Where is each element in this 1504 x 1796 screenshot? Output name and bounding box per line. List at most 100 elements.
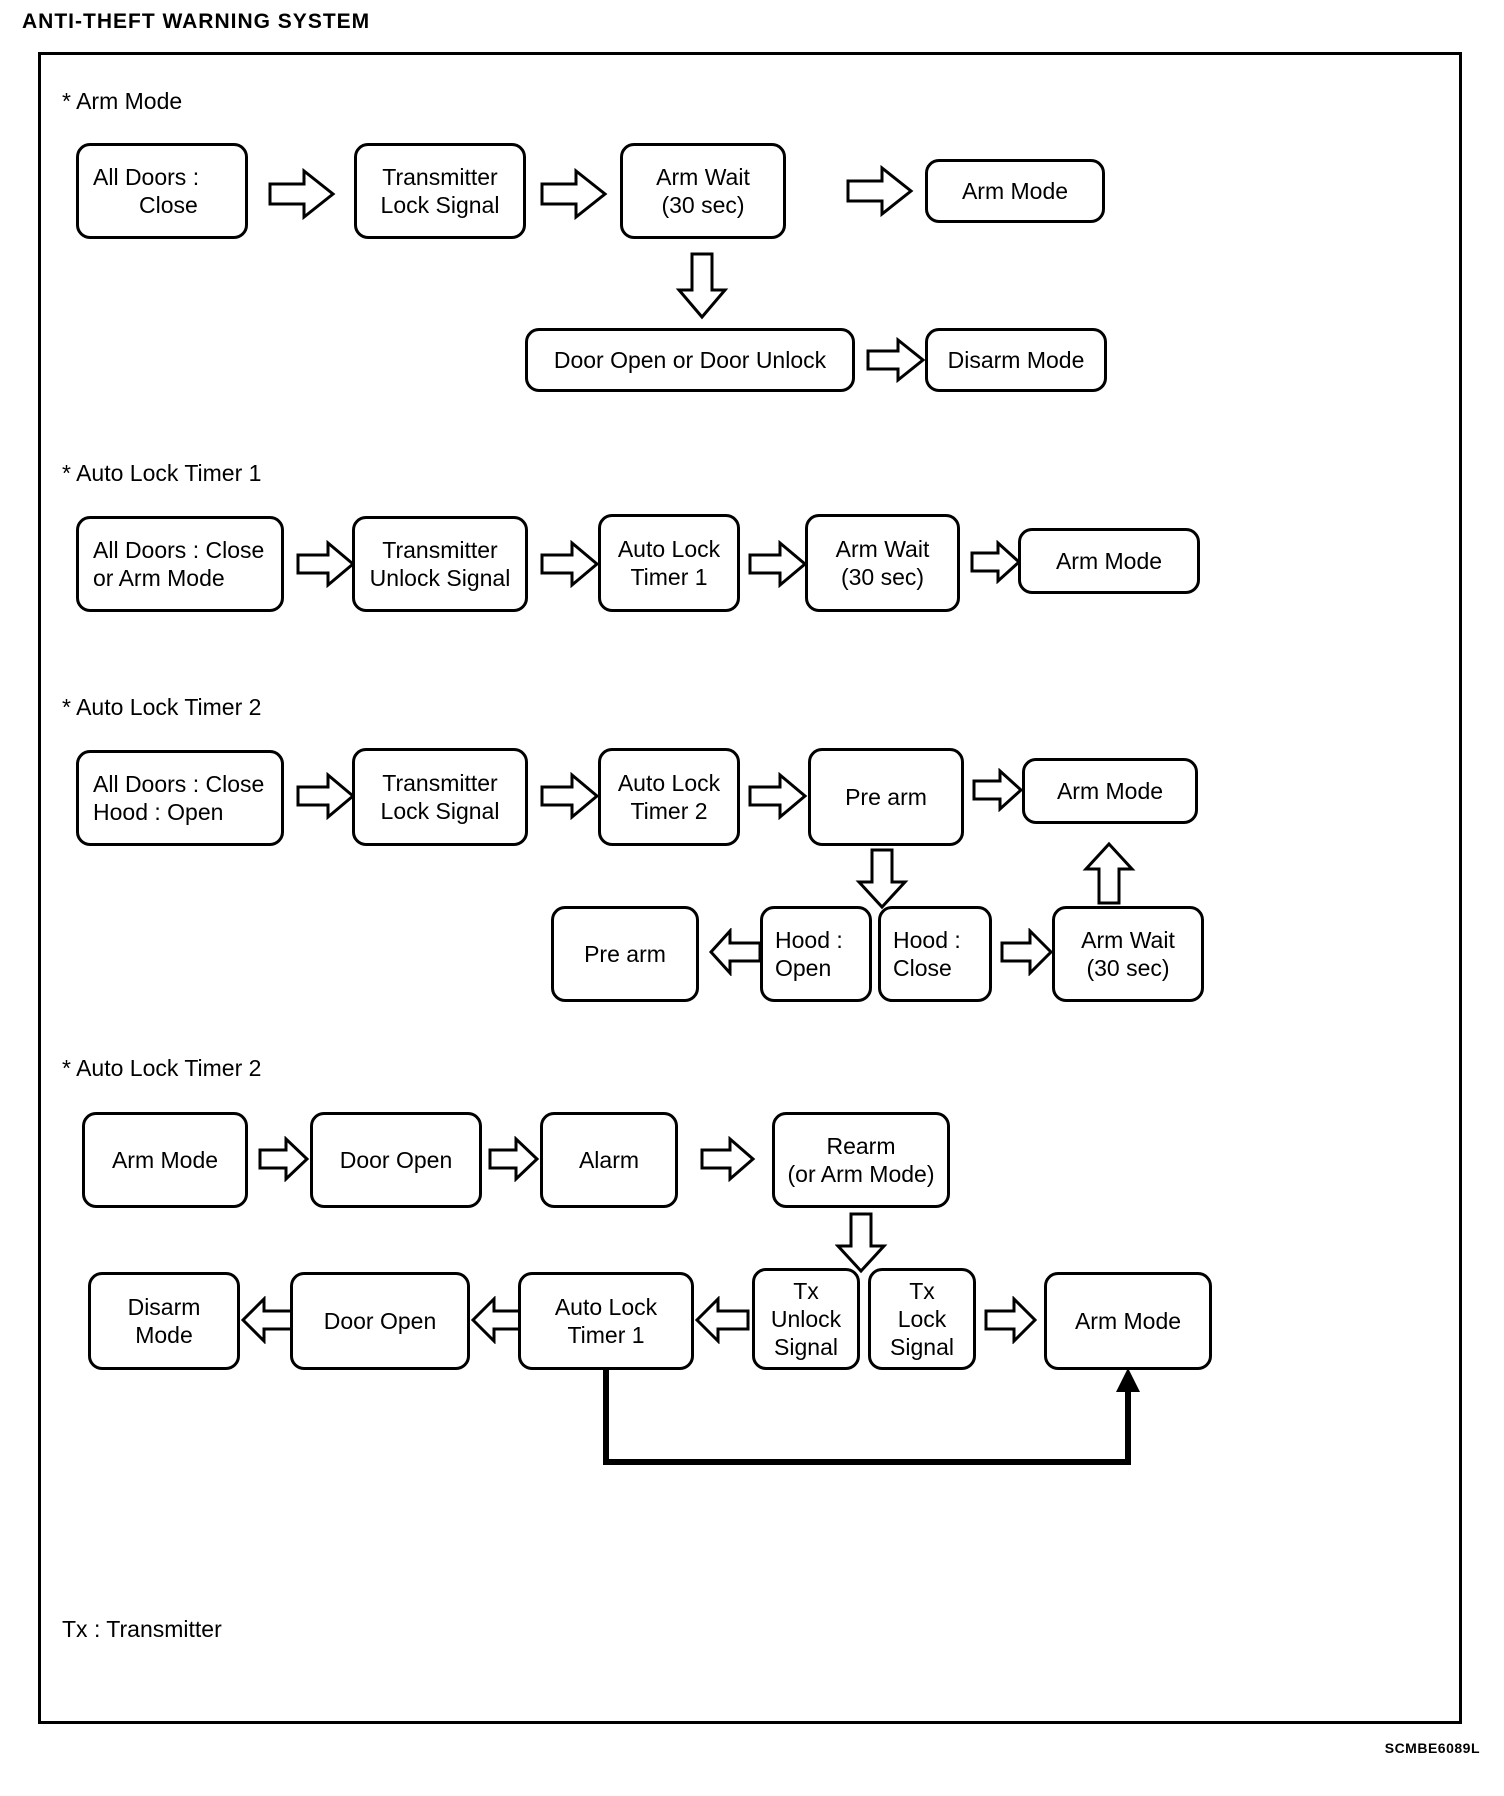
arrow-right-icon [846,165,914,217]
node-line: Lock Signal [380,192,500,218]
figure-code: SCMBE6089L [1384,1740,1480,1756]
node-disarm-mode: Disarm Mode [925,328,1107,392]
node-line: Hood : [893,926,961,953]
node-line: Door Open [339,1146,453,1173]
node-line: Arm Mode [1074,1307,1182,1334]
node-line: Timer 1 [567,1322,645,1348]
arrow-right-icon [748,540,808,588]
node-all-doors-close-or-arm-mode: All Doors : Close or Arm Mode [76,516,284,612]
node-line: Close [139,192,198,218]
node-hood-close: Hood : Close [878,906,992,1002]
node-line: Signal [890,1334,954,1361]
arrow-right-icon [540,772,600,820]
node-transmitter-unlock-signal: Transmitter Unlock Signal [352,516,528,612]
node-line: Door Open or Door Unlock [553,346,827,373]
node-line: Arm Wait [835,535,930,562]
node-auto-lock-timer-2: Auto Lock Timer 2 [598,748,740,846]
node-line: Hood : Open [93,799,224,825]
node-all-doors-close: All Doors : Close [76,143,248,239]
node-line: Transmitter [382,536,498,563]
node-door-open-2: Door Open [290,1272,470,1370]
node-arm-mode-2: Arm Mode [1018,528,1200,594]
node-line: Close [893,955,952,981]
arrow-right-icon [540,168,608,220]
arrow-right-icon [748,772,808,820]
node-arm-mode-5: Arm Mode [1044,1272,1212,1370]
node-tx-lock-signal: Tx Lock Signal [868,1268,976,1370]
arrow-right-icon [972,768,1024,812]
node-transmitter-lock-signal-2: Transmitter Lock Signal [352,748,528,846]
arrow-right-icon [268,168,336,220]
node-line: All Doors : [93,163,200,190]
node-line: Hood : [775,926,843,953]
arrow-right-icon [970,540,1022,584]
node-line: Arm Mode [961,177,1069,204]
diagram-frame [38,52,1462,1724]
node-line: Tx [909,1277,935,1304]
arrow-right-icon [1000,928,1054,976]
node-line: Arm Wait [656,163,750,190]
node-door-open: Door Open [310,1112,482,1208]
node-door-open-or-unlock: Door Open or Door Unlock [525,328,855,392]
feedback-connector [600,1366,1140,1481]
arrow-up-icon [1082,840,1138,906]
node-auto-lock-timer-1-2: Auto Lock Timer 1 [518,1272,694,1370]
arrow-down-icon [855,848,911,910]
node-line: Pre arm [845,783,927,810]
section-label-auto-lock-timer-2b: * Auto Lock Timer 2 [62,1055,262,1081]
arrow-right-icon [258,1136,310,1182]
arrow-right-icon [296,772,356,820]
arrow-down-icon [675,252,731,320]
node-disarm-mode-2: Disarm Mode [88,1272,240,1370]
node-line: Transmitter [382,163,498,190]
node-line: Alarm [578,1146,640,1173]
node-line: All Doors : Close [93,536,265,563]
arrow-left-icon [708,928,762,976]
arrow-down-icon [835,1212,889,1274]
node-line: or Arm Mode [93,565,225,591]
arrow-right-icon [296,540,356,588]
node-line: Tx [793,1277,819,1304]
node-line: Timer 2 [630,798,708,824]
arrow-right-icon [866,337,926,383]
node-line: Arm Mode [111,1146,219,1173]
node-line: All Doors : Close [93,770,265,797]
node-arm-wait: Arm Wait (30 sec) [620,143,786,239]
node-line: Disarm [127,1293,201,1320]
node-arm-mode-4: Arm Mode [82,1112,248,1208]
node-line: Timer 1 [630,564,708,590]
node-line: (30 sec) [840,564,925,590]
node-line: Arm Wait [1081,926,1175,953]
node-hood-open: Hood : Open [760,906,872,1002]
node-line: Unlock [770,1305,842,1332]
arrow-left-icon [694,1296,750,1344]
node-arm-wait-3: Arm Wait (30 sec) [1052,906,1204,1002]
node-transmitter-lock-signal: Transmitter Lock Signal [354,143,526,239]
node-line: Lock Signal [380,798,500,824]
footnote-tx-transmitter: Tx : Transmitter [62,1616,222,1642]
node-line: Auto Lock [554,1293,658,1320]
node-line: (30 sec) [661,192,745,218]
node-pre-arm-2: Pre arm [551,906,699,1002]
arrow-right-icon [488,1136,540,1182]
node-line: Signal [774,1334,838,1361]
node-line: Mode [135,1322,193,1348]
arrow-left-icon [240,1296,296,1344]
arrow-right-icon [984,1296,1038,1344]
node-all-doors-close-hood-open: All Doors : Close Hood : Open [76,750,284,846]
node-line: Transmitter [382,769,498,796]
node-line: (or Arm Mode) [787,1161,935,1187]
node-line: Auto Lock [617,535,721,562]
node-line: Auto Lock [617,769,721,796]
section-label-auto-lock-timer-1: * Auto Lock Timer 1 [62,460,262,486]
node-rearm: Rearm (or Arm Mode) [772,1112,950,1208]
node-line: (30 sec) [1086,955,1170,981]
node-alarm: Alarm [540,1112,678,1208]
node-line: Open [775,955,832,981]
section-label-auto-lock-timer-2a: * Auto Lock Timer 2 [62,694,262,720]
node-pre-arm: Pre arm [808,748,964,846]
node-line: Door Open [323,1307,437,1334]
node-arm-mode-3: Arm Mode [1022,758,1198,824]
node-line: Rearm [826,1132,896,1159]
